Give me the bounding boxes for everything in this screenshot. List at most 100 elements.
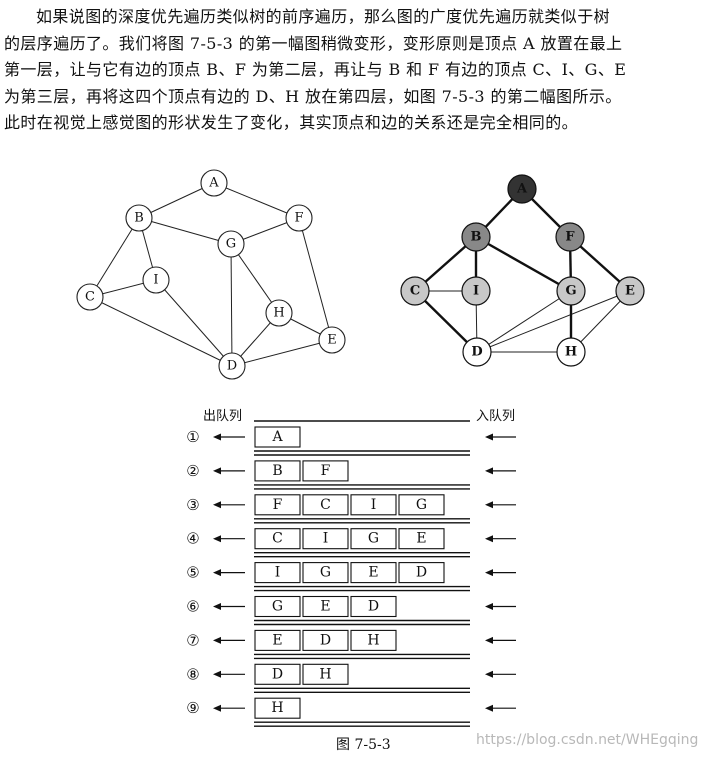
graph1-edge-B-G [138, 217, 232, 245]
graph1-node-B [125, 204, 153, 232]
graph1-node-label-I: I [153, 273, 158, 288]
queue-step-4: ④ [186, 530, 199, 548]
queue-cell-8-1 [254, 663, 301, 685]
queue-cell-label-7-3: H [367, 632, 379, 648]
graph1-node-label-D: D [227, 359, 237, 374]
queue-step-2: ② [186, 462, 199, 480]
dequeue-arrowhead-7 [213, 636, 221, 644]
queue-cell-label-4-1: C [272, 531, 283, 547]
queue-cell-7-2 [302, 629, 349, 651]
queue-cell-label-5-4: D [416, 565, 427, 581]
watermark: https://blog.csdn.net/WHEgqing [476, 732, 699, 748]
graph2-edge-D-E [476, 290, 631, 353]
queue-step-1: ① [186, 428, 199, 446]
queue-cell-label-3-2: C [320, 497, 331, 513]
queue-cell-label-2-1: B [272, 463, 282, 479]
queue-cell-4-4 [398, 528, 445, 550]
dequeue-arrowhead-2 [213, 467, 221, 475]
graph1-node-G [217, 230, 245, 258]
queue-cell-7-3 [350, 629, 397, 651]
graph2-node-label-H: H [565, 345, 577, 360]
queue-cell-6-3 [350, 595, 397, 618]
queue-cell-label-1-1: A [271, 429, 283, 445]
queue-cell-label-3-1: F [273, 497, 283, 513]
graph2-node-label-F: F [565, 230, 575, 245]
queue-step-7: ⑦ [186, 631, 199, 649]
dequeue-arrowhead-6 [213, 603, 221, 610]
queue-cell-label-9-1: H [271, 700, 283, 716]
graph2-node-label-D: D [471, 345, 482, 360]
queue-cell-label-4-4: E [416, 531, 426, 547]
graph1-edge-A-F [213, 182, 300, 219]
queue-cell-2-1 [254, 460, 301, 482]
queue-cell-label-4-3: G [368, 531, 379, 547]
graph1-node-label-C: C [85, 290, 95, 305]
enqueue-arrowhead-7 [485, 636, 493, 644]
queue-cell-5-3 [350, 562, 397, 584]
graph2-node-B [461, 222, 491, 252]
graph1-node-C [76, 283, 104, 311]
text-line-1: 如果说图的深度优先遍历类似树的前序遍历，那么图的广度优先遍历就类似于树 [36, 7, 611, 26]
text-line-4: 为第三层，再将这四个顶点有边的 D、H 放在第四层，如图 7-5-3 的第二幅图… [4, 86, 622, 106]
queue-cell-label-5-3: E [368, 565, 378, 581]
graph2-edge-B-G [475, 235, 572, 293]
graph1-node-E [318, 326, 346, 354]
graph2-node-label-B: B [471, 230, 482, 245]
graph2-node-E [615, 276, 645, 306]
queue-cell-1-1 [254, 426, 301, 448]
graph2-node-I [461, 276, 491, 306]
queue-cell-label-7-2: D [320, 632, 331, 648]
graph1-edge-F-E [298, 217, 333, 341]
graph2-node-label-I: I [473, 284, 479, 299]
queue-cell-label-5-1: I [275, 565, 281, 581]
enqueue-arrowhead-1 [485, 433, 493, 441]
queue-cell-7-1 [254, 629, 301, 651]
text-line-2: 的层序遍历了。我们将图 7-5-3 的第一幅图稍微变形，变形原则是顶点 A 放置… [4, 33, 623, 53]
graph1-edge-I-D [155, 279, 233, 367]
body-text: 如果说图的深度优先遍历类似树的前序遍历，那么图的广度优先遍历就类似于树 的层序遍… [4, 4, 716, 137]
graph2-node-label-E: E [625, 284, 635, 299]
dequeue-label: 出队列 [203, 409, 243, 424]
graph1-node-label-F: F [294, 211, 303, 226]
queue-step-6: ⑥ [186, 598, 199, 616]
queue-cell-9-1 [254, 697, 301, 719]
queue-cell-5-2 [302, 562, 349, 584]
graph2-node-A [507, 174, 537, 204]
queue-cell-label-8-1: D [272, 666, 283, 682]
dequeue-arrowhead-4 [213, 535, 221, 543]
graph2-node-F [555, 222, 585, 252]
queue-cell-6-2 [302, 595, 349, 618]
enqueue-arrowhead-3 [485, 501, 493, 509]
graph1-edge-B-C [89, 217, 140, 298]
enqueue-arrowhead-9 [485, 704, 493, 712]
queue-cell-label-2-2: F [321, 463, 331, 479]
graph1-edge-G-D [230, 243, 233, 367]
enqueue-arrowhead-6 [485, 603, 493, 610]
dequeue-arrowhead-3 [213, 501, 221, 509]
graph1-node-label-E: E [327, 333, 337, 348]
graph1-node-I [142, 266, 170, 294]
queue-cell-label-6-2: E [320, 599, 330, 615]
graph1-edge-C-D [89, 296, 233, 367]
graph1-node-A [200, 169, 228, 197]
dequeue-arrowhead-1 [213, 433, 221, 441]
graph1-node-F [285, 204, 313, 232]
graph1-node-D [218, 352, 246, 380]
queue-cell-3-2 [302, 494, 349, 516]
queue-cell-6-1 [254, 595, 301, 618]
graph2-node-label-A: A [516, 182, 528, 197]
text-line-5: 此时在视觉上感觉图的形状发生了变化，其实顶点和边的关系还是完全相同的。 [4, 113, 579, 133]
dequeue-arrowhead-9 [213, 704, 221, 712]
queue-cell-5-1 [254, 562, 301, 584]
graph1-node-label-G: G [226, 237, 236, 252]
queue-cell-label-7-1: E [272, 632, 282, 648]
enqueue-arrowhead-2 [485, 467, 493, 475]
graph2-node-D [462, 337, 492, 367]
queue-cell-4-2 [302, 528, 349, 550]
text-line-3: 第一层，让与它有边的顶点 B、F 为第二层，再让与 B 和 F 有边的顶点 C、… [4, 60, 627, 80]
queue-step-8: ⑧ [186, 665, 199, 683]
graph2-edge-G-D [476, 290, 572, 353]
graph1-node-label-A: A [208, 176, 219, 191]
queue-cell-3-1 [254, 494, 301, 516]
